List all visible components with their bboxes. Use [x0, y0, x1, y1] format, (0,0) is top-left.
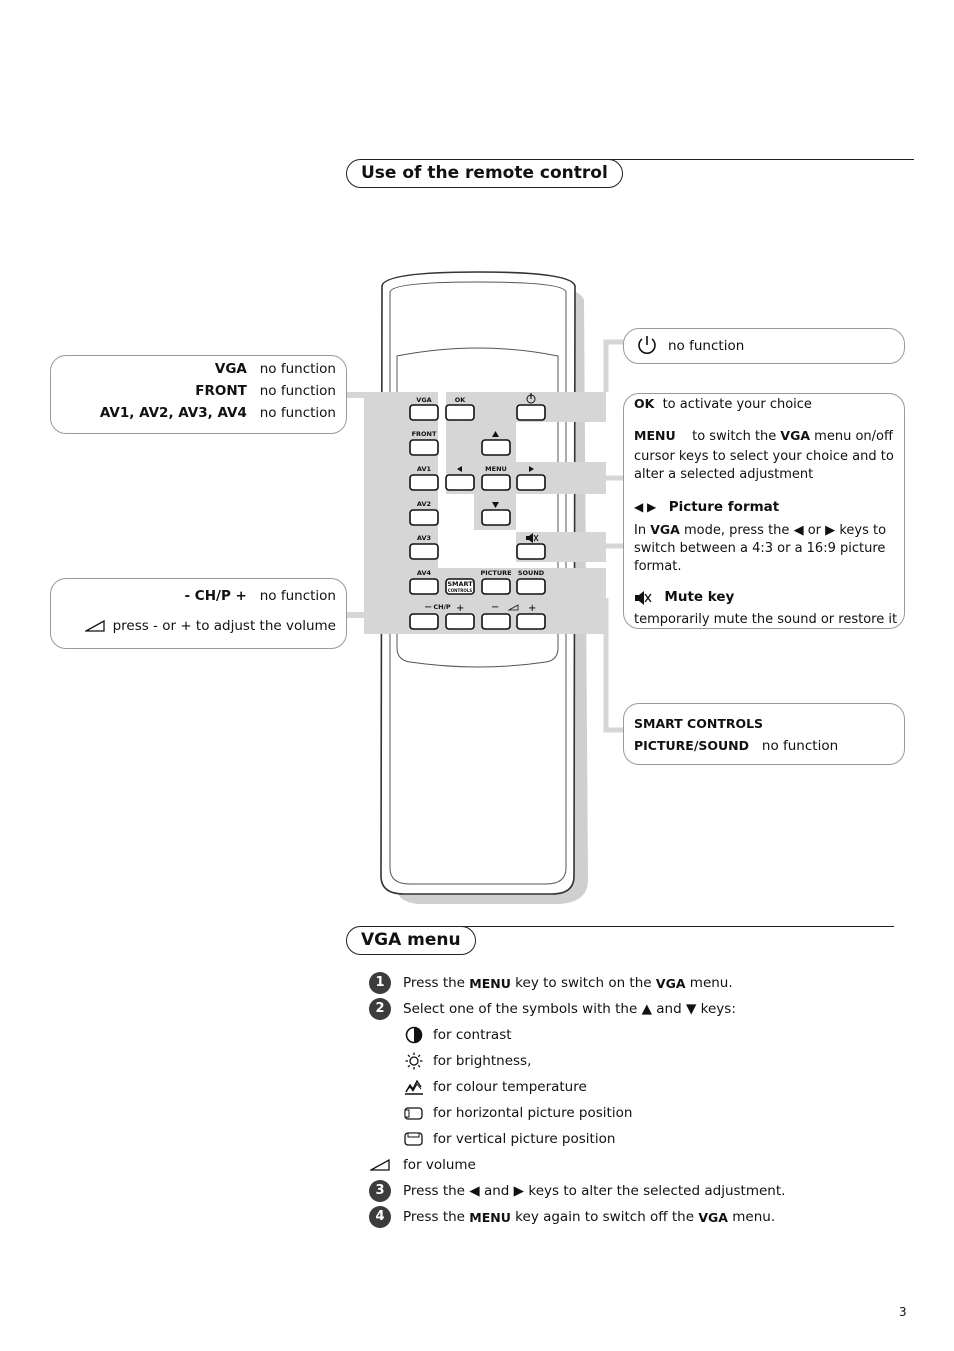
svg-text:SMART: SMART [447, 580, 473, 588]
section-title-vga-menu: VGA menu [346, 926, 476, 955]
sub-item-brightness: for brightness, [369, 1048, 785, 1074]
svg-text:FRONT: FRONT [412, 430, 437, 438]
vertical-position-icon [403, 1129, 425, 1149]
svg-text:AV3: AV3 [417, 534, 431, 542]
svg-text:OK: OK [455, 396, 467, 404]
volume-icon [369, 1155, 391, 1175]
sub-item-colour-temperature: for colour temperature [369, 1074, 785, 1100]
svg-text:+: + [456, 603, 464, 614]
svg-text:PICTURE: PICTURE [480, 569, 511, 577]
svg-text:CH/P: CH/P [433, 603, 451, 611]
callout-ok-menu-cursor: OK to activate your choice MENU to switc… [623, 393, 905, 629]
step-4: 4 Press the MENU key again to switch off… [369, 1204, 785, 1230]
step-1: 1 Press the MENU key to switch on the VG… [369, 970, 785, 996]
svg-text:VGA: VGA [416, 396, 431, 404]
section-rule [600, 159, 914, 160]
right-arrow-icon: ▶ [513, 1183, 525, 1199]
callout-source-keys: VGA no function FRONT no function AV1, A… [50, 355, 347, 434]
volume-item: for volume [369, 1152, 785, 1178]
svg-text:SOUND: SOUND [518, 569, 545, 577]
colour-temperature-icon [403, 1077, 425, 1097]
sub-item-vertical-position: for vertical picture position [369, 1126, 785, 1152]
section-rule [460, 926, 894, 927]
brightness-icon [403, 1051, 425, 1071]
svg-text:CONTROLS: CONTROLS [448, 588, 472, 593]
left-right-arrows-icon: ◀ ▶ [634, 500, 657, 514]
svg-text:MENU: MENU [485, 465, 507, 473]
section-title-remote: Use of the remote control [346, 159, 623, 188]
step-3: 3 Press the ◀ and ▶ keys to alter the se… [369, 1178, 785, 1204]
svg-text:+: + [528, 603, 536, 614]
svg-text:AV1: AV1 [417, 465, 432, 473]
callout-power: no function [623, 328, 905, 364]
svg-text:−: − [424, 602, 432, 613]
left-arrow-icon: ◀ [793, 523, 804, 538]
mute-icon [635, 590, 652, 605]
horizontal-position-icon [403, 1103, 425, 1123]
step-2: 2 Select one of the symbols with the ▲ a… [369, 996, 785, 1022]
sub-item-horizontal-position: for horizontal picture position [369, 1100, 785, 1126]
down-arrow-icon: ▼ [685, 1001, 697, 1017]
contrast-icon [403, 1025, 425, 1045]
svg-text:−: − [491, 602, 499, 613]
left-arrow-icon: ◀ [469, 1183, 480, 1199]
svg-text:AV4: AV4 [417, 569, 432, 577]
power-icon [638, 336, 656, 354]
page-number: 3 [899, 1305, 907, 1319]
svg-text:AV2: AV2 [417, 500, 431, 508]
up-arrow-icon: ▲ [641, 1001, 652, 1017]
right-arrow-icon: ▶ [825, 523, 836, 538]
volume-icon [83, 619, 105, 632]
callout-channel-volume: - CH/P + no function press - or + to adj… [50, 578, 347, 649]
vga-menu-steps: 1 Press the MENU key to switch on the VG… [369, 970, 785, 1230]
sub-item-contrast: for contrast [369, 1022, 785, 1048]
callout-smart-controls: SMART CONTROLS PICTURE/SOUND no function [623, 703, 905, 765]
